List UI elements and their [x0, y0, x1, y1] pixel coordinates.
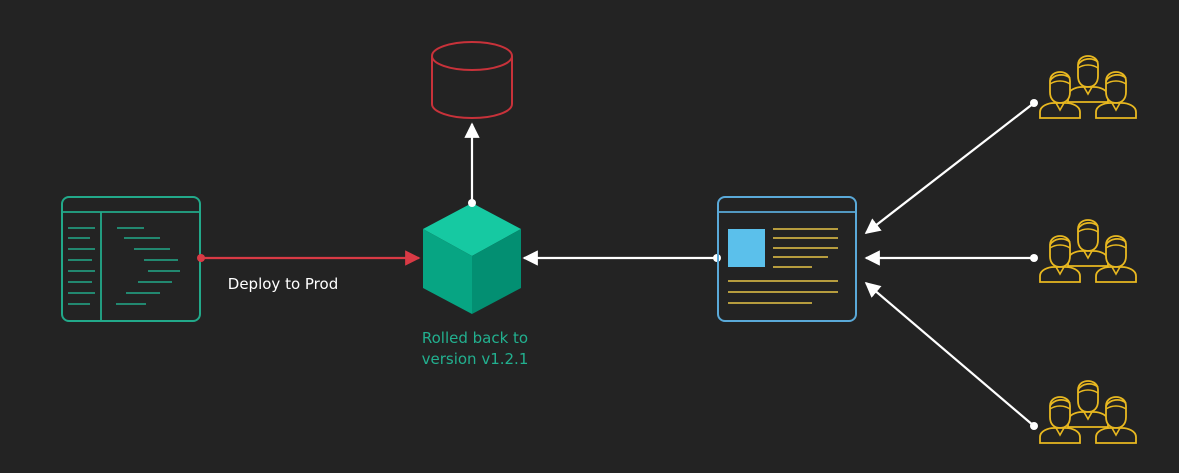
database-icon	[431, 41, 513, 119]
deploy-label: Deploy to Prod	[227, 275, 339, 293]
frontend-to-service-arrow	[522, 250, 721, 266]
cube-icon	[423, 199, 521, 314]
user-group-icon	[1040, 220, 1136, 282]
deploy-arrow	[197, 250, 421, 266]
user-group-icon	[1040, 56, 1136, 118]
user-group-icon	[1040, 381, 1136, 443]
rollback-status-label: Rolled back to version v1.2.1	[380, 328, 570, 370]
status-line-2: version v1.2.1	[421, 350, 529, 368]
web-page-icon	[717, 196, 857, 322]
users-to-frontend-arrows	[864, 99, 1038, 430]
status-line-1: Rolled back to	[421, 329, 529, 347]
code-editor-icon	[61, 196, 201, 322]
